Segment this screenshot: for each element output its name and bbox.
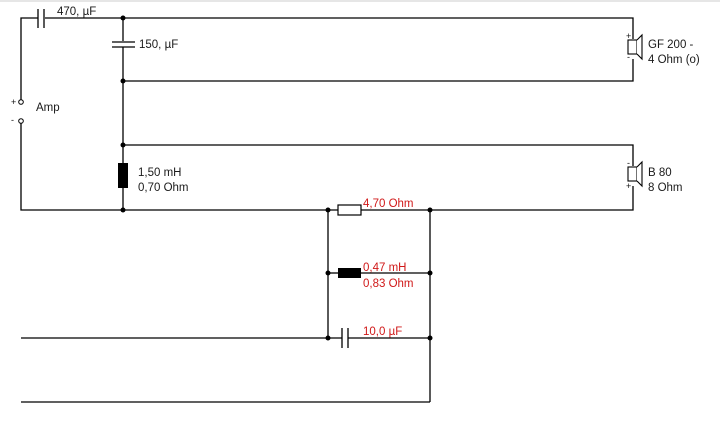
wire-c470-to-top-rail (45, 17, 634, 39)
junction-dot (427, 335, 433, 341)
amp-minus-terminal (18, 118, 24, 124)
capacitor-10uf (341, 328, 349, 348)
l150-resistance: 0,70 Ohm (138, 182, 189, 194)
gf200-bottom-sign: - (627, 52, 630, 62)
gf200-name: GF 200 - (648, 39, 694, 51)
speaker-b80-icon (627, 160, 643, 188)
wire-gf200-return (123, 59, 634, 82)
wire-amp-plus-to-c470 (20, 17, 38, 101)
junction-dots (120, 15, 433, 341)
gf200-top-sign: + (626, 31, 631, 41)
amp-plus-terminal (18, 99, 24, 105)
amp-label: Amp (36, 102, 60, 114)
capacitor-470uf (37, 9, 45, 28)
speaker-gf200-icon (627, 33, 643, 61)
junction-dot (427, 207, 433, 213)
l047-value: 0,47 mH (363, 262, 406, 274)
c150-label: 150, µF (139, 39, 178, 51)
amp-plus-sign: + (11, 97, 16, 107)
wire-r-right (361, 186, 634, 211)
capacitor-150uf (112, 41, 135, 48)
l047-resistance: 0,83 Ohm (363, 278, 414, 290)
c10-label: 10,0 µF (363, 326, 402, 338)
junction-dot (427, 270, 433, 276)
junction-dot (120, 15, 126, 21)
junction-dot (325, 270, 331, 276)
b80-top-sign: - (627, 158, 630, 168)
b80-bottom-sign: + (626, 181, 631, 191)
window-top-border (0, 0, 720, 2)
b80-name: B 80 (648, 167, 672, 179)
inductor-1-50mh (118, 163, 128, 188)
junction-dot (120, 207, 126, 213)
b80-impedance: 8 Ohm (648, 182, 683, 194)
resistor-4-70ohm (337, 204, 362, 216)
wire-b80-top (123, 144, 634, 166)
junction-dot (325, 207, 331, 213)
wire-amp-minus (20, 122, 338, 211)
junction-dot (120, 142, 126, 148)
junction-dot (120, 78, 126, 84)
c470-label: 470, µF (57, 6, 96, 18)
amp-minus-sign: - (11, 115, 14, 125)
r470-label: 4,70 Ohm (363, 198, 414, 210)
junction-dot (325, 335, 331, 341)
l150-value: 1,50 mH (138, 167, 181, 179)
inductor-0-47mh (338, 268, 361, 278)
gf200-impedance: 4 Ohm (o) (648, 54, 700, 66)
